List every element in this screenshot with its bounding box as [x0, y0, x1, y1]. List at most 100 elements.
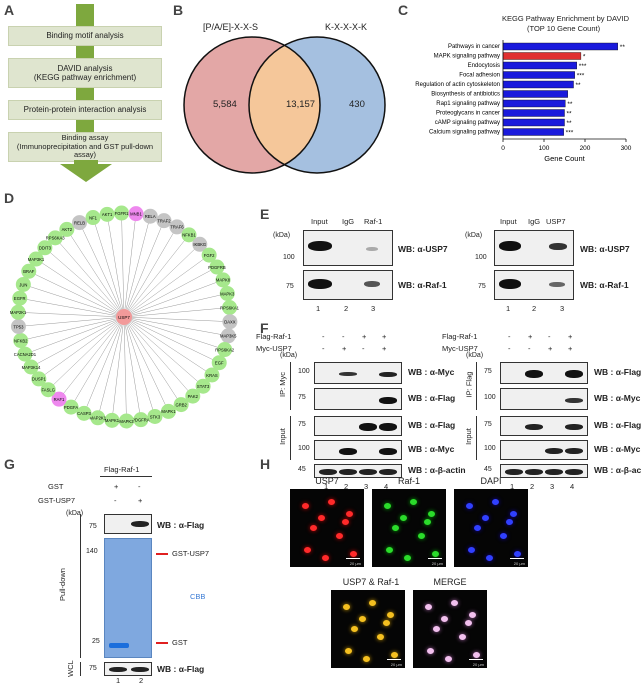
f-cond-val: +	[382, 332, 387, 341]
network-edge	[106, 214, 125, 318]
blot-band	[379, 447, 397, 455]
scale-label: 20 μm	[349, 561, 361, 566]
network-node	[99, 206, 115, 222]
network-edge	[19, 297, 125, 318]
network-node-label: MAPK1	[105, 418, 120, 423]
blot-band	[359, 423, 377, 431]
network-edge	[123, 316, 220, 363]
cell-spot	[328, 499, 335, 505]
network-node	[192, 236, 208, 252]
col-label: Raf-1	[364, 217, 383, 226]
network-node-label: DDIT3	[39, 246, 52, 251]
scale-label: 20 μm	[513, 561, 525, 566]
flow-step-3: Protein-protein interaction analysis	[8, 100, 162, 120]
panel-c-label: C	[398, 2, 409, 18]
network-node-label: RPS6KA3	[46, 236, 66, 241]
scale-bar	[428, 558, 442, 559]
cell-spot	[500, 533, 507, 539]
cell-spot	[465, 620, 472, 626]
blot-band	[565, 370, 583, 378]
cell-spot	[441, 616, 448, 622]
g-cond-val: +	[138, 496, 143, 505]
network-edge	[123, 213, 137, 318]
f-cond-val: -	[528, 344, 531, 353]
wcl-label: WCL	[65, 660, 75, 677]
wb-label: WB : α-Flag	[408, 420, 456, 430]
chart-significance-label: **	[567, 101, 573, 108]
cell-spot	[469, 612, 476, 618]
cell-spot	[482, 515, 489, 521]
chart-category-label: Rap1 signaling pathway	[436, 101, 500, 107]
f-blot	[314, 464, 402, 478]
f-blot	[314, 416, 402, 436]
cell-spot	[492, 499, 499, 505]
cell-spot	[433, 626, 440, 632]
network-node-label: MAP3K14	[22, 365, 42, 370]
network-edge	[123, 316, 225, 350]
merge-image: 20 μm	[413, 590, 487, 668]
lane-number: 1	[116, 676, 121, 685]
chart-bar	[502, 71, 575, 79]
chart-bar	[502, 90, 568, 98]
image-label: Raf-1	[397, 476, 420, 486]
cell-spot	[392, 525, 399, 531]
wb-label: WB: α-USP7	[580, 244, 630, 254]
cell-spot	[427, 648, 434, 654]
mw-marker: 25	[92, 638, 100, 645]
blot-raf1	[494, 270, 574, 300]
kegg-bar-chart: Pathways in cancer**MAPK signaling pathw…	[415, 40, 632, 163]
chart-significance-label: **	[576, 82, 582, 89]
cell-spot	[486, 555, 493, 561]
network-node	[222, 299, 238, 315]
mw-marker: 75	[484, 421, 492, 428]
network-node	[173, 397, 189, 413]
chart-bar	[502, 61, 578, 70]
network-node	[217, 342, 233, 358]
ip-label: IP: Flag	[464, 371, 474, 398]
cell-spot	[404, 555, 411, 561]
network-node	[40, 382, 56, 398]
network-node-label: MAP2K1	[10, 310, 27, 315]
g-cond-label: GST	[48, 482, 64, 491]
network-edge	[92, 217, 125, 318]
f-cond-val: -	[342, 332, 345, 341]
f-cond-val: +	[382, 344, 387, 353]
mw-marker: 75	[478, 283, 486, 290]
network-node-label: MAP2K1	[90, 416, 107, 421]
chart-category-label: Biosynthesis of antibiotics	[431, 92, 500, 98]
network-node-label: MAPK3	[119, 419, 134, 424]
g-cond-val: -	[138, 482, 141, 491]
flow-step-2: DAVID analysis (KEGG pathway enrichment)	[8, 58, 162, 88]
network-node-label: NFKB1	[182, 233, 196, 238]
cell-spot	[391, 652, 398, 658]
network-node-label: GRB2	[175, 402, 187, 407]
network-node-label: CASP3	[77, 411, 91, 416]
cell-spot	[400, 515, 407, 521]
panel-f-label: F	[260, 320, 269, 336]
network-edge	[123, 316, 204, 387]
cell-spot	[451, 600, 458, 606]
network-node	[76, 405, 92, 421]
network-node	[59, 221, 75, 237]
chart-significance-label: *	[583, 54, 586, 61]
network-edge	[18, 312, 125, 318]
chart-category-label: Pathways in cancer	[448, 44, 500, 50]
g-header: Flag-Raf-1	[104, 465, 140, 474]
network-node-label: FGFR1	[115, 211, 129, 216]
network-edge	[123, 244, 200, 318]
gst-usp7-marker	[156, 553, 168, 555]
network-edge	[123, 220, 165, 318]
cell-spot	[384, 503, 391, 509]
blot-band	[379, 396, 397, 404]
network-node-label: TRAF6	[170, 225, 184, 230]
chart-tick-label: 300	[621, 145, 632, 152]
usp7-image: 20 μm	[290, 489, 364, 567]
cell-spot	[510, 511, 517, 517]
network-node-label: STK3	[150, 414, 161, 419]
network-edge	[123, 293, 228, 318]
network-edge	[70, 316, 125, 408]
network-node	[204, 367, 220, 383]
wb-label: WB : α-Flag	[157, 664, 205, 674]
chart-title: KEGG Pathway Enrichment by DAVID	[502, 14, 629, 23]
ip-bracket	[290, 362, 291, 410]
